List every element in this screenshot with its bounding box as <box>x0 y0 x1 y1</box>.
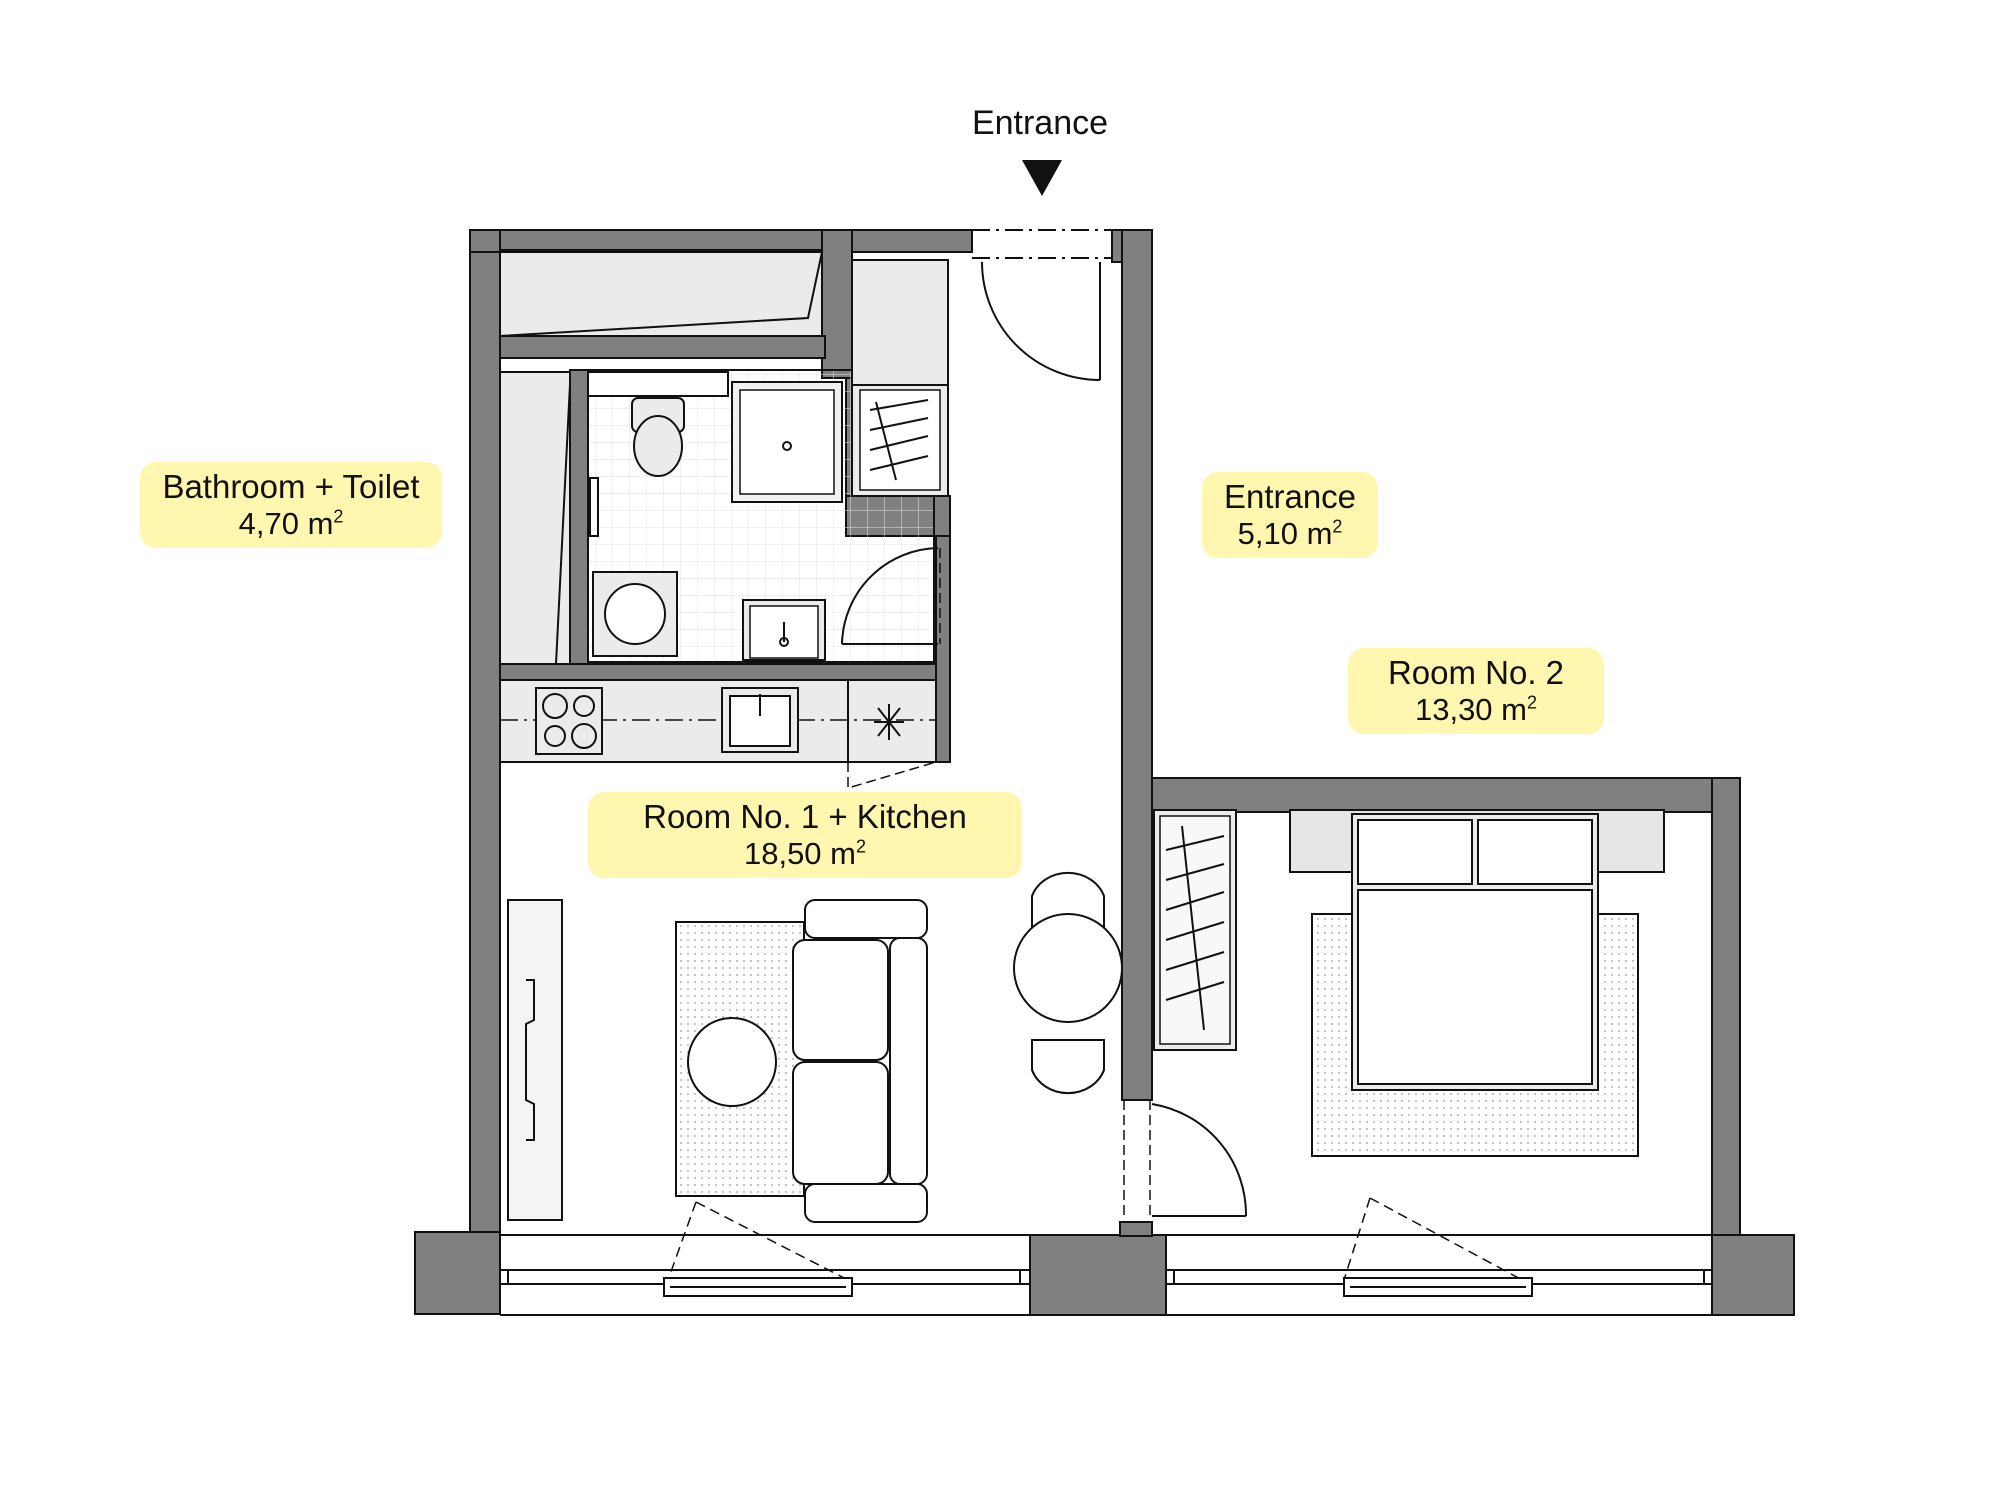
kitchen-sink-icon <box>721 687 799 753</box>
sofa-icon <box>792 899 928 1223</box>
walls <box>414 229 1795 1316</box>
room-area: 4,70 m2 <box>238 506 344 541</box>
dining-table-icon <box>1013 871 1123 1095</box>
coffee-table-icon <box>687 1017 777 1107</box>
entrance-marker-label: Entrance <box>971 104 1109 142</box>
kitchen-counter <box>499 679 937 790</box>
bed-icon <box>1351 813 1599 1091</box>
room-name: Room No. 2 <box>1387 654 1565 691</box>
room-name: Entrance <box>1223 478 1357 515</box>
room-name: Bathroom + Toilet <box>162 468 420 505</box>
room-name: Room No. 1 + Kitchen <box>643 798 967 835</box>
living-room-furniture <box>507 871 1123 1283</box>
wardrobe-room1 <box>507 899 563 1221</box>
room-area: 5,10 m2 <box>1237 516 1343 551</box>
room-area: 18,50 m2 <box>743 836 867 871</box>
room-label-entrance: Entrance 5,10 m2 <box>1202 472 1378 558</box>
entrance-door <box>972 229 1112 381</box>
cooktop-icon <box>535 687 603 755</box>
windows <box>500 1234 1712 1316</box>
room-label-bathroom: Bathroom + Toilet 4,70 m2 <box>140 462 442 548</box>
bedroom-furniture <box>1123 809 1665 1283</box>
fridge-icon <box>874 704 904 740</box>
room-area: 13,30 m2 <box>1414 692 1538 727</box>
entrance-arrow-icon <box>1022 160 1062 196</box>
room-label-room1: Room No. 1 + Kitchen 18,50 m2 <box>588 792 1022 878</box>
bathroom-area <box>499 251 941 665</box>
wardrobe-entrance <box>851 259 949 497</box>
room-label-room2: Room No. 2 13,30 m2 <box>1348 648 1604 734</box>
